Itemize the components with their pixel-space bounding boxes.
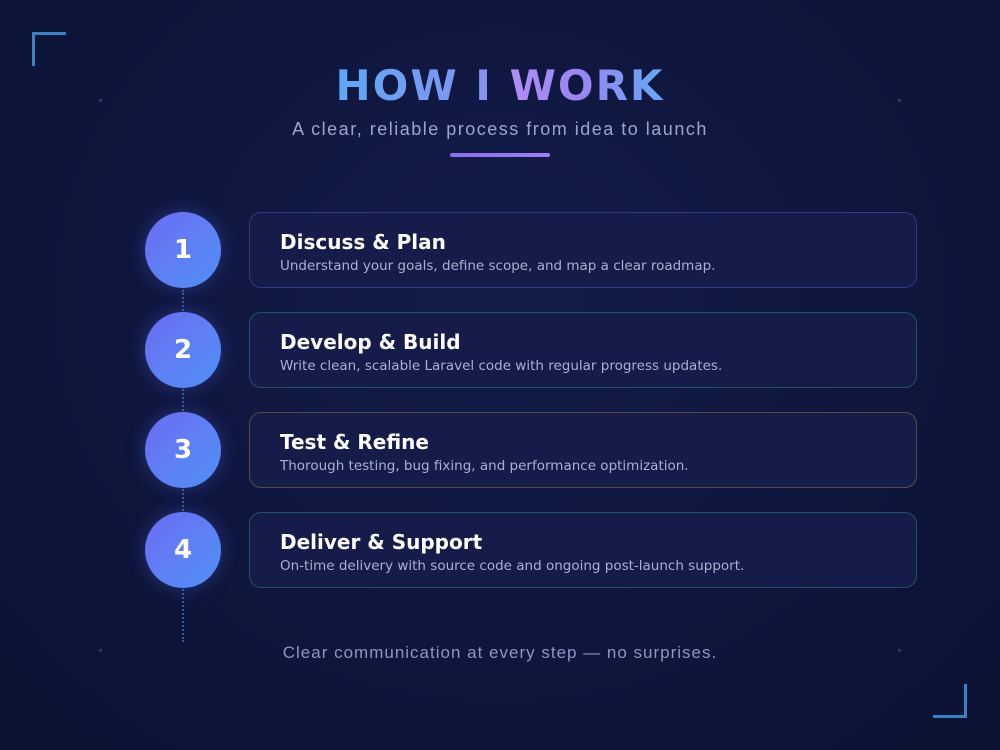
step-title: Test & Refine <box>280 430 429 454</box>
page-title-part-2: WORK <box>509 61 665 110</box>
process-step-1: 1 Discuss & Plan Understand your goals, … <box>0 212 1000 288</box>
footer-note: Clear communication at every step — no s… <box>282 643 718 662</box>
step-number-badge: 2 <box>145 312 221 388</box>
step-card: Discuss & Plan Understand your goals, de… <box>249 212 917 288</box>
step-description: Write clean, scalable Laravel code with … <box>280 358 723 374</box>
step-number-badge: 4 <box>145 512 221 588</box>
step-description: On-time delivery with source code and on… <box>280 558 745 574</box>
step-description: Thorough testing, bug fixing, and perfor… <box>280 458 689 474</box>
step-card: Test & Refine Thorough testing, bug fixi… <box>249 412 917 488</box>
page-title: HOW I WORK <box>0 60 1000 112</box>
decorative-dot <box>99 649 102 652</box>
step-title: Develop & Build <box>280 330 461 354</box>
process-step-2: 2 Develop & Build Write clean, scalable … <box>0 312 1000 388</box>
page-title-part-1: HOW I <box>335 61 510 110</box>
process-step-3: 3 Test & Refine Thorough testing, bug fi… <box>0 412 1000 488</box>
decorative-dot <box>898 649 901 652</box>
decorative-dot <box>898 99 901 102</box>
step-number-badge: 1 <box>145 212 221 288</box>
page-subtitle: A clear, reliable process from idea to l… <box>292 119 708 139</box>
corner-bracket-top-left <box>32 32 66 66</box>
step-title: Deliver & Support <box>280 530 483 554</box>
title-accent-line <box>450 153 550 157</box>
step-card: Deliver & Support On-time delivery with … <box>249 512 917 588</box>
process-step-4: 4 Deliver & Support On-time delivery wit… <box>0 512 1000 588</box>
step-number-badge: 3 <box>145 412 221 488</box>
step-card: Develop & Build Write clean, scalable La… <box>249 312 917 388</box>
step-description: Understand your goals, define scope, and… <box>280 258 716 274</box>
decorative-dot <box>99 99 102 102</box>
step-title: Discuss & Plan <box>280 230 446 254</box>
corner-bracket-bottom-right <box>933 684 967 718</box>
